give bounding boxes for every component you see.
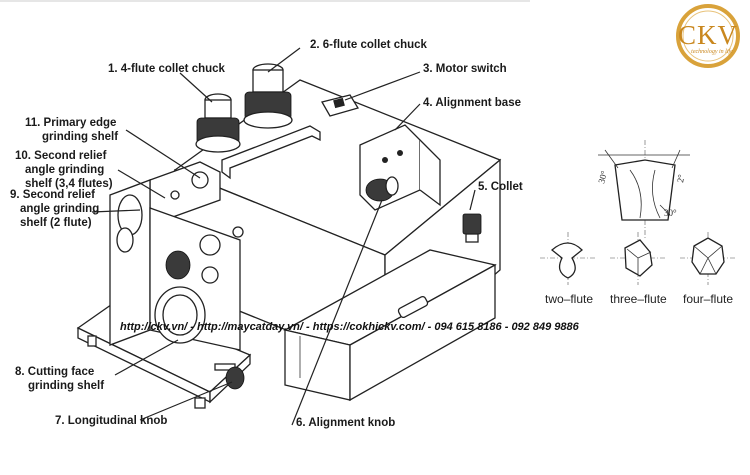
motor-switch [321,94,360,117]
drawer-handle [397,295,429,319]
callout-10-line2: angle grinding [25,164,104,176]
longitudinal-knob [214,363,245,390]
callout-7: 7. Longitudinal knob [55,415,167,427]
4-flute-collet-chuck [195,93,241,153]
two-flute-section [540,232,595,285]
callout-labels: 1. 4-flute collet chuck 2. 6-flute colle… [10,39,523,429]
callout-9-line2: angle grinding [20,203,99,215]
logo-text: CKV [678,20,738,50]
callout-9-line3: shelf (2 flute) [20,217,92,229]
four-flute-section [680,232,735,285]
callout-10-line3: shelf (3,4 flutes) [25,178,113,190]
grinder-machine [76,63,502,409]
alignment-knob [365,176,399,202]
drawer-side [349,263,496,402]
callout-8-line2: grinding shelf [28,380,104,392]
leader-lines [91,47,476,426]
callout-3: 3. Motor switch [423,63,507,75]
four-flute-label: four–flute [683,292,733,306]
angle-2-label: 2° [675,173,686,183]
flute-cross-sections: two–flute three–flute four–flute [540,232,735,306]
callout-4: 4. Alignment base [423,97,521,109]
callout-2: 2. 6-flute collet chuck [310,39,428,51]
ckv-logo: CKV technology in life [676,4,740,68]
carry-handle [221,125,321,180]
three-flute-label: three–flute [610,292,667,306]
two-flute-label: two–flute [545,292,593,306]
logo-tagline: technology in life [691,48,733,55]
logo-ring [676,4,740,68]
callout-9-line1: 9. Second relief [10,189,95,201]
6-flute-collet-chuck [243,63,293,129]
contact-line: http://ckv.vn/ - http://maycatday.vn/ - … [120,321,580,333]
drill-angle-diagram: 30° 2° 30° [596,140,690,240]
grinding-shelves [109,161,244,351]
callout-8-line1: 8. Cutting face [15,366,94,378]
callout-11-line1: 11. Primary edge [25,117,116,129]
callout-5: 5. Collet [478,181,523,193]
collet-part [462,213,482,243]
angle-30b-label: 30° [664,208,677,218]
callout-11-line2: grinding shelf [42,131,118,143]
callout-6: 6. Alignment knob [296,417,395,429]
callout-1: 1. 4-flute collet chuck [108,63,226,75]
three-flute-section [610,232,665,285]
angle-30-label: 30° [596,169,609,184]
callout-10-line1: 10. Second relief [15,150,107,162]
